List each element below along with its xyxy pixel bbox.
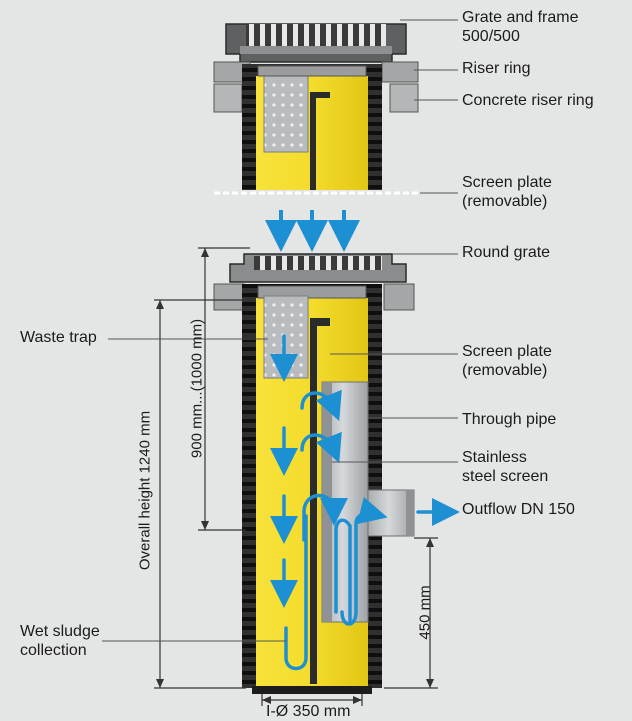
grate-top-slots bbox=[246, 24, 386, 46]
inflow-arrows bbox=[265, 210, 360, 252]
dimension-lines bbox=[154, 247, 438, 706]
upper-assembly bbox=[213, 23, 419, 252]
label-outlet-height: 450 mm bbox=[416, 585, 434, 640]
label-screen-plate-top: Screen plate(removable) bbox=[462, 174, 552, 210]
label-screen-plate-mid: Screen plate(removable) bbox=[462, 343, 552, 379]
label-outflow: Outflow DN 150 bbox=[462, 501, 575, 518]
lower-assembly bbox=[213, 253, 460, 694]
label-through-pipe: Through pipe bbox=[462, 411, 557, 428]
lower-ring-left bbox=[213, 283, 245, 311]
riser-ring-right bbox=[381, 61, 419, 83]
screen-plate-divider bbox=[310, 318, 330, 684]
label-riser-ring: Riser ring bbox=[462, 60, 531, 77]
label-round-grate: Round grate bbox=[462, 244, 551, 261]
label-waste-trap: Waste trap bbox=[20, 329, 97, 346]
concrete-ring-left bbox=[213, 83, 243, 113]
lower-body-bottom bbox=[252, 686, 372, 694]
upper-divider bbox=[310, 92, 330, 190]
leader-lines bbox=[102, 19, 458, 642]
upper-waste-trap-basket bbox=[263, 73, 309, 153]
label-concrete-riser-ring: Concrete riser ring bbox=[462, 92, 594, 109]
label-diameter: I-Ø 350 mm bbox=[266, 703, 351, 720]
label-depth-range: 900 mm...(1000 mm) bbox=[188, 318, 206, 459]
label-overall-height: Overall height 1240 mm bbox=[136, 410, 154, 571]
concrete-ring-right bbox=[389, 83, 419, 113]
flow-lines bbox=[270, 334, 460, 671]
lower-ring-right bbox=[383, 283, 415, 311]
dimension-arrowheads bbox=[156, 248, 434, 704]
waste-trap-basket bbox=[263, 295, 309, 379]
